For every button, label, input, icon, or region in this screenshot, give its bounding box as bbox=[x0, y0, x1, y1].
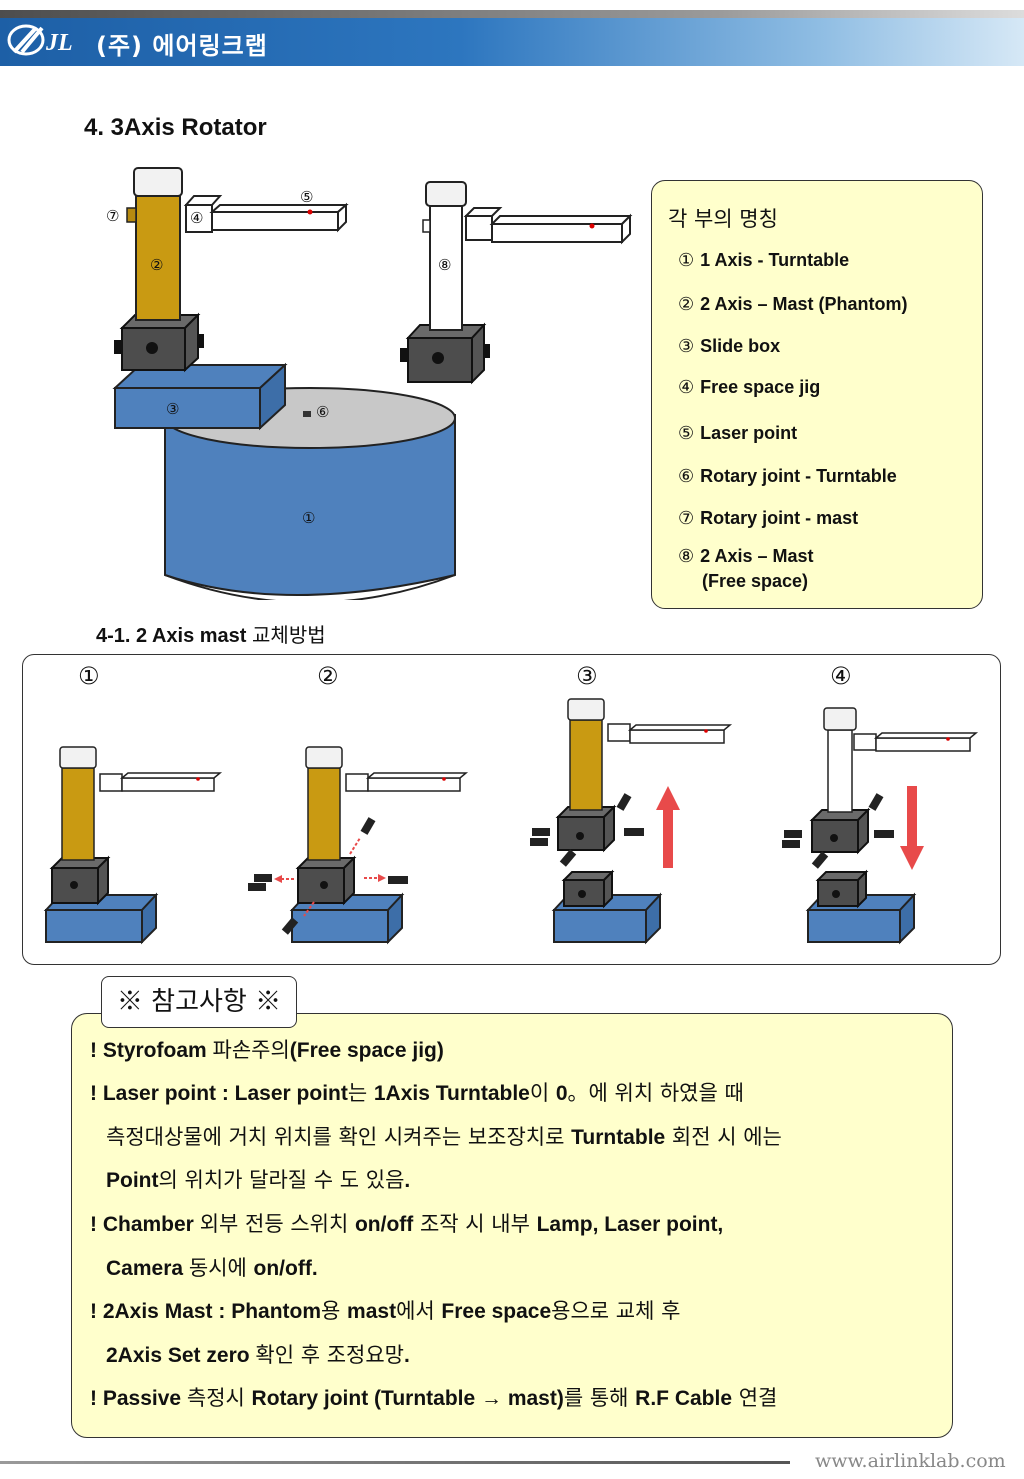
step-3-illustration bbox=[530, 698, 733, 945]
section-title: 4. 3Axis Rotator bbox=[84, 114, 267, 141]
notes-tag: ※ 참고사항 ※ bbox=[101, 976, 297, 1028]
step-label: ② bbox=[317, 662, 339, 690]
mast-gold bbox=[126, 167, 183, 321]
rotator-diagram bbox=[112, 167, 633, 600]
svg-text:JL: JL bbox=[45, 30, 73, 56]
footer-url: www.airlinklab.com bbox=[815, 1450, 1006, 1472]
note-line: 2Axis Set zero 확인 후 조정요망. bbox=[106, 1343, 410, 1367]
subsection-title: 4-1. 2 Axis mast 교체방법 bbox=[96, 623, 326, 647]
step-4-illustration bbox=[782, 707, 979, 945]
mast-base-block bbox=[114, 312, 204, 373]
part-names-title: 각 부의 명칭 bbox=[668, 207, 778, 231]
turntable-cylinder bbox=[164, 387, 456, 600]
note-line: ! Styrofoam 파손주의(Free space jig) bbox=[90, 1038, 444, 1062]
company-name: (주) 에어링크랩 bbox=[96, 32, 268, 60]
step-label: ③ bbox=[576, 662, 598, 690]
header-bar bbox=[0, 10, 1024, 66]
footer-line bbox=[0, 1461, 790, 1464]
label-slide: ③ bbox=[166, 400, 180, 418]
label-laser: ⑤ bbox=[300, 188, 314, 206]
step-1-illustration bbox=[43, 746, 223, 945]
header-top-line bbox=[0, 10, 1024, 18]
label-mast: ② bbox=[150, 256, 164, 274]
label-rotary-turntable: ⑥ bbox=[316, 403, 330, 421]
note-line: ! 2Axis Mast : Phantom용 mast에서 Free spac… bbox=[90, 1299, 681, 1323]
slide-box bbox=[112, 362, 288, 431]
note-line: ! Laser point : Laser point는 1Axis Turnt… bbox=[90, 1081, 744, 1105]
note-line: Point의 위치가 달라질 수 도 있음. bbox=[106, 1168, 411, 1192]
notes-box bbox=[71, 1013, 953, 1438]
steps-illustration bbox=[43, 698, 979, 945]
step-2-illustration bbox=[248, 746, 469, 945]
label-rotary-mast: ⑦ bbox=[106, 207, 120, 225]
label-turntable: ① bbox=[302, 509, 316, 527]
label-jig: ④ bbox=[190, 209, 204, 227]
free-space-jig bbox=[183, 195, 349, 233]
note-line: ! Chamber 외부 전등 스위치 on/off 조작 시 내부 Lamp,… bbox=[90, 1212, 724, 1236]
note-line: ! Passive 측정시 Rotary joint (Turntable → … bbox=[90, 1386, 778, 1410]
note-line: 측정대상물에 거치 위치를 확인 시켜주는 보조장치로 Turntable 회전… bbox=[106, 1125, 782, 1149]
step-label: ① bbox=[78, 662, 100, 690]
label-mast-free: ⑧ bbox=[438, 256, 452, 274]
mast-free-space bbox=[400, 181, 633, 385]
note-line: Camera 동시에 on/off. bbox=[106, 1256, 318, 1280]
company-logo: JL bbox=[7, 24, 73, 56]
step-label: ④ bbox=[830, 662, 852, 690]
